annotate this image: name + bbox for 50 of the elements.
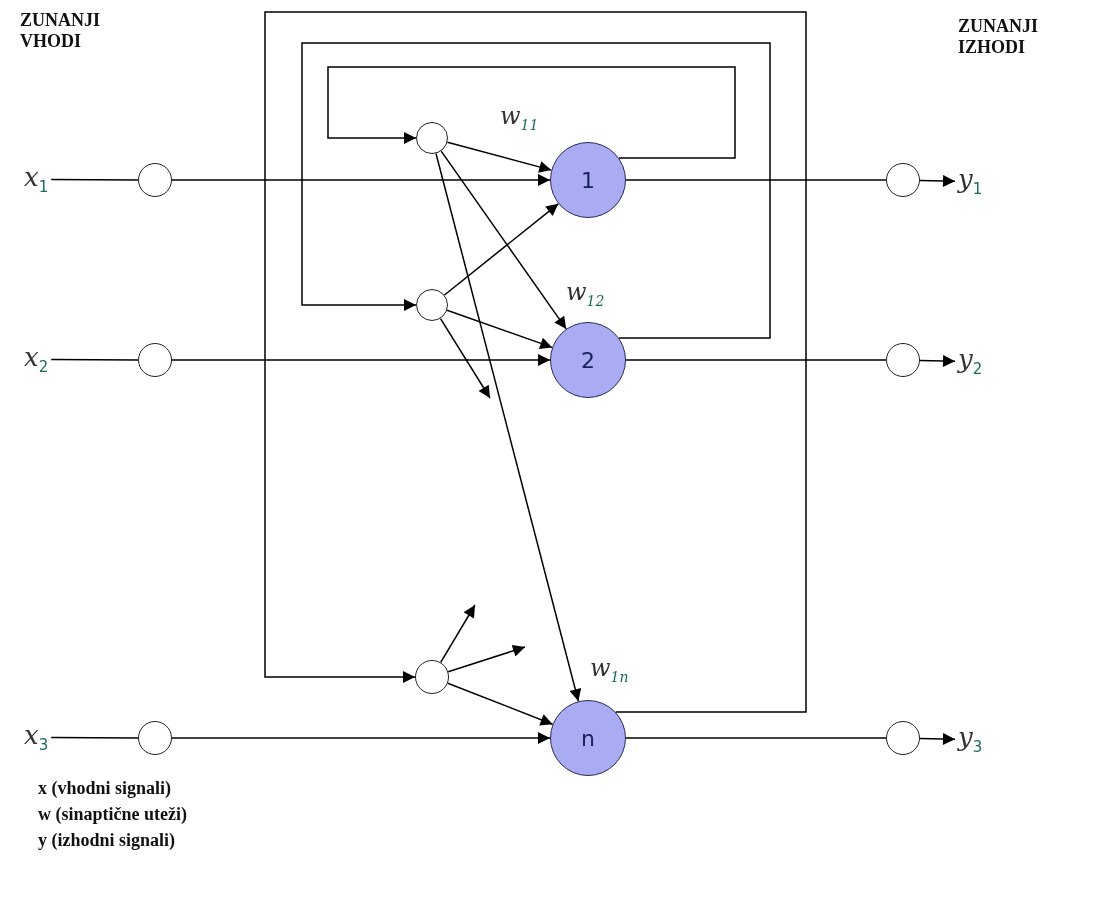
weight-label: w$_{12}$ xyxy=(566,280,605,308)
arrow xyxy=(440,150,567,330)
neuron-circle: 1 xyxy=(550,142,626,218)
node-circle xyxy=(415,660,449,694)
arrow xyxy=(435,152,582,702)
neuron-circle: n xyxy=(550,700,626,776)
connector-line xyxy=(625,737,887,739)
signal-label: y$_{1}$ xyxy=(958,166,983,198)
node-circle xyxy=(138,721,172,755)
arrow xyxy=(919,354,956,367)
arrow xyxy=(439,604,476,664)
signal-label: x$_{1}$ xyxy=(24,164,49,196)
neuron-circle: 2 xyxy=(550,322,626,398)
signal-label: y$_{2}$ xyxy=(958,346,983,378)
connector-line xyxy=(50,358,139,361)
signal-label: x$_{3}$ xyxy=(24,722,49,754)
arrow xyxy=(443,203,560,296)
node-circle xyxy=(886,163,920,197)
signal-label: x$_{2}$ xyxy=(24,344,49,376)
connector-line xyxy=(625,359,887,361)
node-circle xyxy=(416,122,448,154)
signal-label: y$_{3}$ xyxy=(958,724,983,756)
arrow xyxy=(447,645,526,673)
note-text: x (vhodni signali) xyxy=(38,778,172,799)
weight-label: w$_{1n}$ xyxy=(590,656,629,684)
arrow xyxy=(171,174,551,186)
connector-line xyxy=(50,178,139,181)
note-text: w (sinaptične uteži) xyxy=(38,804,187,825)
node-circle xyxy=(886,343,920,377)
node-circle xyxy=(886,721,920,755)
feedback-arrow xyxy=(301,42,771,339)
node-circle xyxy=(416,289,448,321)
connector-line xyxy=(50,736,139,739)
node-circle xyxy=(138,343,172,377)
weight-label: w$_{11}$ xyxy=(500,104,539,132)
node-circle xyxy=(138,163,172,197)
arrow xyxy=(447,682,554,726)
note-text: y (izhodni signali) xyxy=(38,830,176,851)
arrow xyxy=(919,174,956,187)
heading-text: ZUNANJI IZHODI xyxy=(958,16,1039,58)
arrow xyxy=(446,309,553,350)
heading-text: ZUNANJI VHODI xyxy=(20,10,101,52)
connector-line xyxy=(625,179,887,181)
arrow xyxy=(171,732,551,744)
feedback-arrow xyxy=(327,66,736,159)
feedback-arrow xyxy=(264,11,807,713)
arrow xyxy=(171,354,551,366)
arrow xyxy=(919,732,956,745)
arrow xyxy=(439,317,491,399)
arrow xyxy=(446,141,553,173)
